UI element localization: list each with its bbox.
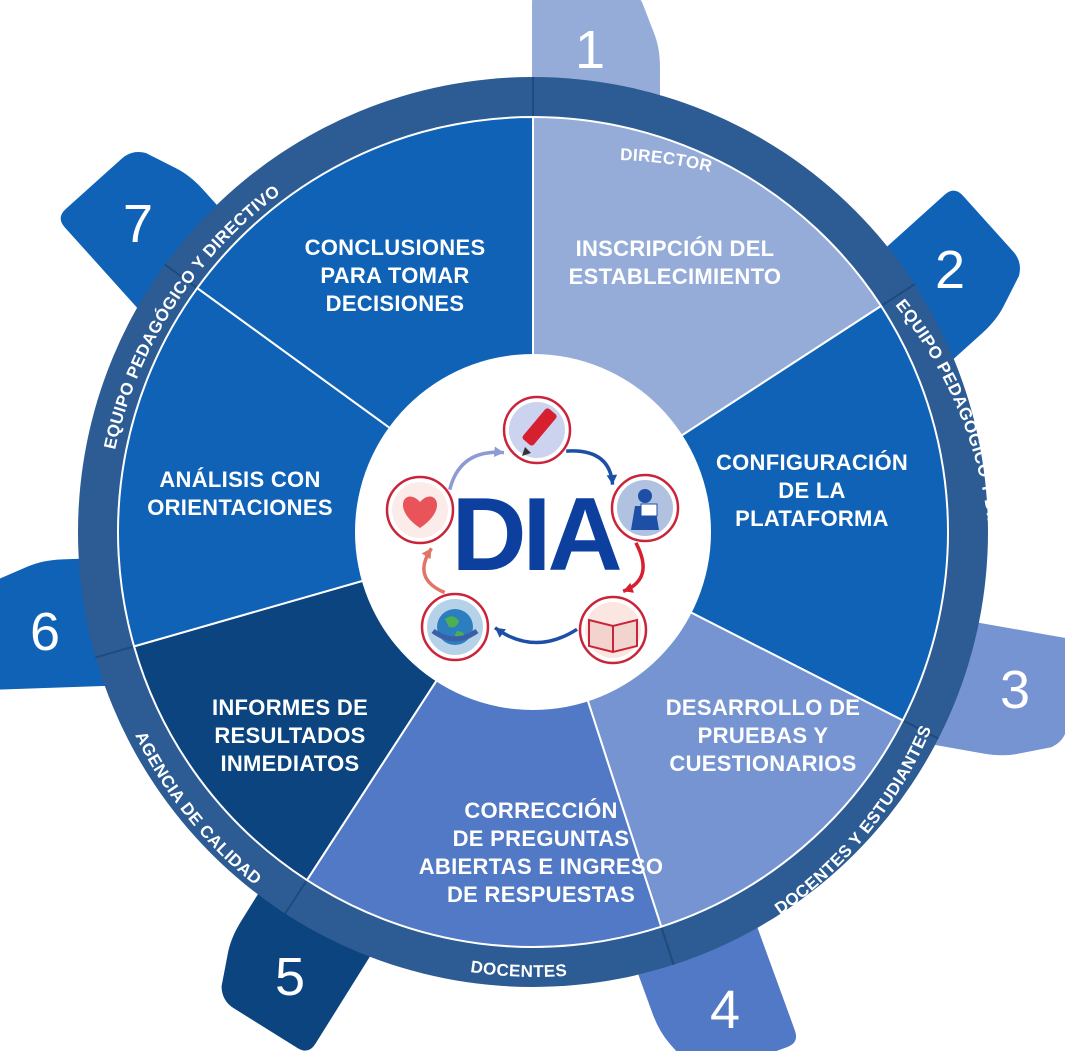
step-label-5: INFORMES DE RESULTADOS INMEDIATOS: [212, 695, 368, 776]
step-number-4: 4: [710, 980, 740, 1040]
ring-divider: [284, 879, 308, 915]
step-label-7: CONCLUSIONES PARA TOMAR DECISIONES: [305, 235, 486, 316]
step-number-2: 2: [935, 240, 965, 300]
step-label-1: INSCRIPCIÓN DEL ESTABLECIMIENTO: [569, 236, 782, 289]
ring-divider: [95, 645, 135, 659]
step-labels: INSCRIPCIÓN DEL ESTABLECIMIENTO CONFIGURAC…: [147, 235, 908, 907]
step-number-6: 6: [30, 602, 60, 662]
cycle-arrow-head: [606, 474, 618, 485]
step-label-line: DE PREGUNTAS: [453, 826, 630, 851]
cycle-icons: [385, 395, 680, 665]
cycle-arrow-head: [421, 548, 432, 560]
step-label-line: ABIERTAS E INGRESO: [419, 854, 664, 879]
step-label-line: RESULTADOS: [214, 723, 365, 748]
step-label-line: DE RESPUESTAS: [447, 882, 635, 907]
step-label-line: PRUEBAS Y: [698, 723, 829, 748]
step-label-6: ANÁLISIS CON ORIENTACIONES: [147, 467, 333, 520]
step-label-line: DECISIONES: [326, 291, 465, 316]
step-label-line: DE LA: [778, 478, 846, 503]
step-label-line: INFORMES DE: [212, 695, 368, 720]
step-label-line: CORRECCIÓN: [464, 798, 617, 823]
step-label-line: INMEDIATOS: [220, 751, 359, 776]
ring-divider: [902, 719, 939, 740]
cycle-arrow-head: [494, 627, 506, 638]
heart-icon: [385, 475, 455, 545]
step-number-3: 3: [1000, 660, 1030, 720]
dia-logo: DIA: [451, 477, 620, 593]
step-label-line: CONCLUSIONES: [305, 235, 486, 260]
segment-step-2: [531, 304, 949, 722]
open-book-icon: [578, 595, 648, 665]
step-label-line: DESARROLLO DE: [666, 695, 861, 720]
step-number-7: 7: [123, 194, 153, 254]
step-label-4: CORRECCIÓN DE PREGUNTAS ABIERTAS E INGRESO…: [419, 798, 664, 907]
step-label-line: PLATAFORMA: [735, 506, 889, 531]
segment-step-4: [305, 529, 663, 948]
step-label-line: INSCRIPCIÓN DEL: [576, 236, 775, 261]
step-number-5: 5: [275, 947, 305, 1007]
step-label-3: DESARROLLO DE PRUEBAS Y CUESTIONARIOS: [666, 695, 861, 776]
pencil-icon: [502, 395, 572, 465]
student-reading-icon: [610, 473, 680, 543]
role-label-4: DOCENTES: [469, 957, 567, 981]
ring-divider: [164, 263, 198, 289]
step-label-line: PARA TOMAR: [320, 263, 469, 288]
cycle-arrow-head: [493, 446, 504, 458]
step-label-line: ANÁLISIS CON: [159, 467, 320, 492]
step-label-line: CONFIGURACIÓN: [716, 450, 908, 475]
step-label-line: ESTABLECIMIENTO: [569, 264, 782, 289]
cycle-arrow-head: [623, 582, 635, 593]
ring-divider: [880, 283, 916, 307]
ring-divider: [660, 926, 675, 966]
step-label-2: CONFIGURACIÓN DE LA PLATAFORMA: [716, 450, 908, 531]
step-number-1: 1: [575, 20, 605, 80]
globe-hug-icon: [420, 592, 490, 662]
step-label-line: CUESTIONARIOS: [669, 751, 856, 776]
step-label-line: ORIENTACIONES: [147, 495, 333, 520]
